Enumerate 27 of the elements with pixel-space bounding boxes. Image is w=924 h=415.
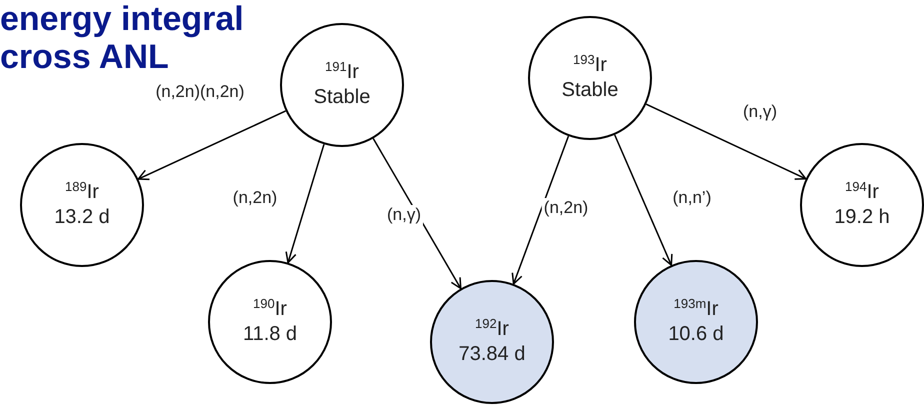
isotope-symbol: $^{191}$Ir xyxy=(325,60,359,84)
isotope-symbol: $^{192}$Ir xyxy=(475,317,509,341)
half-life: 19.2 h xyxy=(834,205,890,230)
arrow xyxy=(138,110,286,180)
arrow xyxy=(646,104,807,180)
edge-label: (n,n’) xyxy=(670,188,714,208)
slide-title: energy integral cross ANL xyxy=(0,0,245,76)
half-life: Stable xyxy=(314,85,370,110)
half-life: 11.8 d xyxy=(242,322,298,347)
isotope-symbol: $^{189}$Ir xyxy=(65,180,99,204)
isotope-symbol: $^{190}$Ir xyxy=(253,297,287,321)
half-life: Stable xyxy=(562,78,618,103)
half-life: 73.84 d xyxy=(458,342,526,367)
arrow xyxy=(614,134,673,266)
edge-label: (n,2n) xyxy=(230,188,280,208)
isotope-symbol: $^{193m}$Ir xyxy=(674,297,718,321)
half-life: 13.2 d xyxy=(54,205,110,230)
isotope-symbol: $^{194}$Ir xyxy=(845,180,879,204)
isotope-symbol: $^{193}$Ir xyxy=(573,53,607,77)
arrow xyxy=(512,136,570,285)
arrow xyxy=(285,144,325,264)
edge-label: (n,γ) xyxy=(385,205,423,225)
edge-label: (n,γ) xyxy=(741,102,779,122)
edge-label: (n,2n)(n,2n) xyxy=(154,82,246,102)
half-life: 10.6 d xyxy=(668,322,724,347)
edge-label: (n,2n) xyxy=(542,198,590,218)
arrow xyxy=(372,138,462,290)
